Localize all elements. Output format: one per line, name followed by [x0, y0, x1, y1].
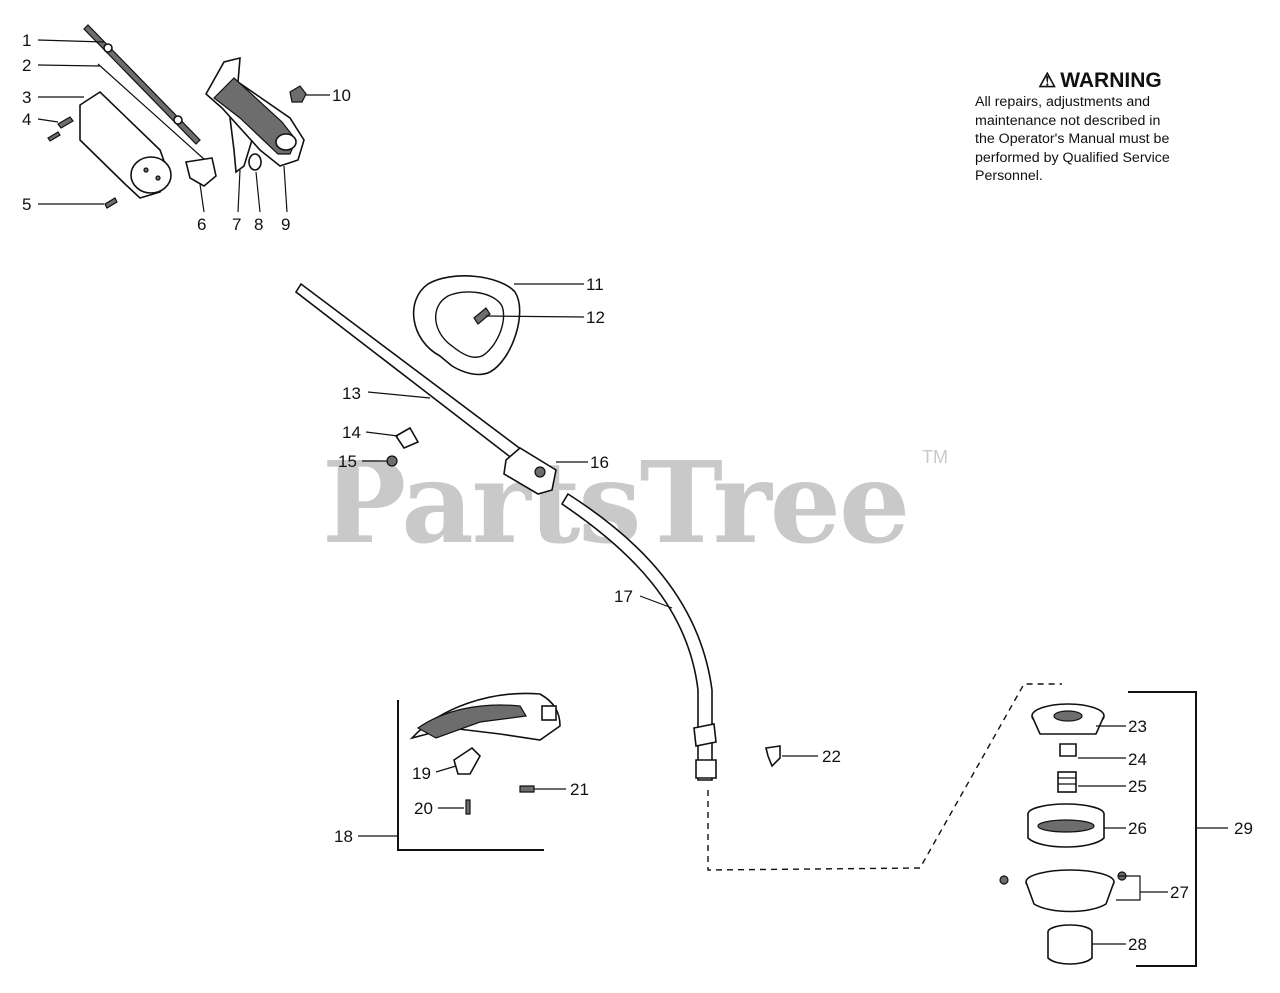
callout-7: 7: [232, 215, 241, 234]
part-12-handle-bolt[interactable]: [473, 307, 491, 325]
callout-5: 5: [22, 195, 31, 214]
callout-19: 19: [412, 764, 431, 783]
part-21-screw[interactable]: [519, 785, 535, 793]
callout-15: 15: [338, 452, 357, 471]
part-28-knob[interactable]: [1047, 924, 1093, 965]
part-24-bolt[interactable]: [1059, 743, 1077, 757]
callout-26: 26: [1128, 819, 1147, 838]
part-10-nut[interactable]: [289, 85, 307, 103]
part-27-spool-cover[interactable]: [999, 869, 1127, 913]
shaft-to-head-connection: [707, 683, 1062, 871]
part-11-loop-handle[interactable]: [412, 275, 521, 376]
part-23-head-hub[interactable]: [1031, 703, 1105, 735]
part-6-clip[interactable]: [185, 157, 217, 187]
part-26-spool[interactable]: [1027, 803, 1105, 848]
warning-title: ⚠WARNING: [975, 68, 1215, 93]
callout-23: 23: [1128, 717, 1147, 736]
part-5-screw[interactable]: [104, 197, 118, 209]
watermark: PartsTree: [322, 438, 908, 569]
part-20-screw[interactable]: [465, 799, 471, 815]
callout-1: 1: [22, 31, 31, 50]
part-9-handle-housing[interactable]: [204, 56, 305, 167]
part-22-bolt[interactable]: [765, 745, 781, 768]
callout-14: 14: [342, 423, 361, 442]
warning-notice: ⚠WARNING All repairs, adjustments and ma…: [975, 68, 1215, 186]
part-1-throttle-cable[interactable]: [83, 24, 201, 145]
part-15-nut[interactable]: [386, 455, 398, 467]
callout-4: 4: [22, 110, 31, 129]
callout-24: 24: [1128, 750, 1147, 769]
callout-29: 29: [1234, 819, 1253, 838]
callout-8: 8: [254, 215, 263, 234]
part-4-screw[interactable]: [47, 116, 74, 142]
part-18-deflector-shield[interactable]: [409, 692, 561, 741]
warning-triangle-icon: ⚠: [1038, 70, 1057, 92]
callout-3: 3: [22, 88, 31, 107]
callout-9: 9: [281, 215, 290, 234]
callout-21: 21: [570, 780, 589, 799]
callout-17: 17: [614, 587, 633, 606]
part-17-lower-shaft[interactable]: [560, 492, 717, 781]
warning-body: All repairs, adjustments and maintenance…: [975, 94, 1170, 184]
callout-28: 28: [1128, 935, 1147, 954]
part-8-spring[interactable]: [248, 153, 262, 171]
callout-13: 13: [342, 384, 361, 403]
warning-title-text: WARNING: [1060, 69, 1162, 92]
part-18-shield-group: [358, 700, 544, 851]
callout-18: 18: [334, 827, 353, 846]
part-14-bracket[interactable]: [394, 426, 420, 449]
part-3-housing-cover[interactable]: [79, 90, 172, 199]
part-25-spring[interactable]: [1057, 771, 1077, 793]
callout-22: 22: [822, 747, 841, 766]
part-2-wire[interactable]: [97, 63, 206, 161]
watermark-tm: TM: [922, 447, 948, 467]
callout-16: 16: [590, 453, 609, 472]
part-29-trimmer-head-group: [1128, 691, 1228, 967]
callout-6: 6: [197, 215, 206, 234]
callout-11: 11: [586, 275, 604, 294]
callout-20: 20: [414, 799, 433, 818]
part-19-cutter-blade[interactable]: [453, 746, 481, 775]
callout-2: 2: [22, 56, 31, 75]
callout-12: 12: [586, 308, 605, 327]
callout-25: 25: [1128, 777, 1147, 796]
part-16-coupler[interactable]: [503, 447, 557, 495]
callout-27: 27: [1170, 883, 1189, 902]
callout-10: 10: [332, 86, 351, 105]
